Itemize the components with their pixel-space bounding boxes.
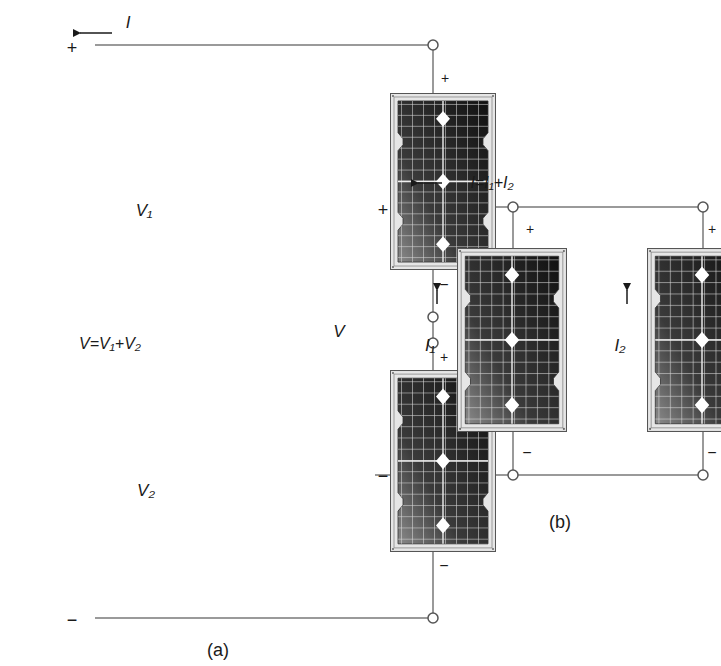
voltage-label: V=V₁+V₂	[79, 336, 141, 352]
terminal-sign: −	[439, 558, 448, 574]
polarity-sign: −	[378, 467, 389, 485]
voltage-label: V₁	[136, 202, 153, 219]
current-label: I	[126, 14, 131, 31]
current-label: I₁	[425, 337, 435, 354]
polarity-sign: +	[67, 39, 78, 57]
current-label: I₂	[614, 337, 625, 354]
polarity-sign: +	[378, 201, 389, 219]
terminal-sign: −	[707, 445, 716, 461]
terminal-sign: +	[526, 222, 534, 236]
voltage-label: V₂	[137, 482, 155, 499]
current-label: I=I₁+I₂	[470, 175, 513, 191]
figure-label: (a)	[207, 641, 229, 659]
terminal-sign: +	[708, 222, 716, 236]
terminal-sign: −	[439, 277, 448, 293]
figure-label: (b)	[549, 513, 571, 531]
terminal-sign: −	[522, 445, 531, 461]
voltage-label: V	[333, 323, 344, 340]
terminal-sign: +	[441, 71, 449, 85]
terminal-sign: +	[440, 350, 448, 364]
polarity-sign: −	[67, 611, 78, 629]
